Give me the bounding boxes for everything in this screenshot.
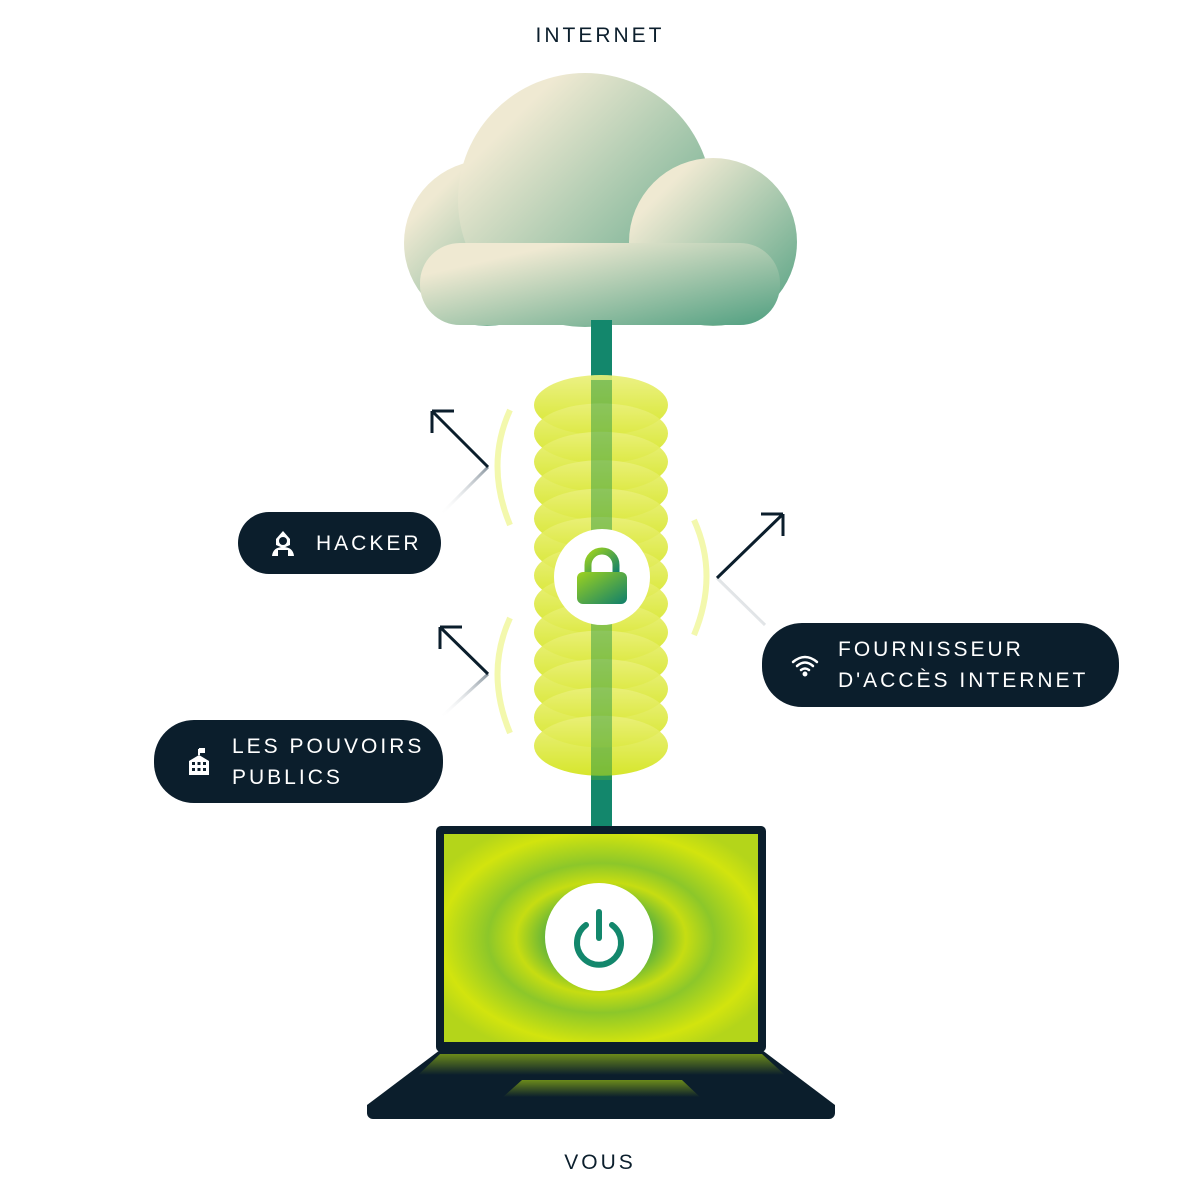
government-building-icon	[189, 747, 209, 775]
lock-icon	[577, 547, 627, 604]
encryption-tunnel	[534, 375, 668, 780]
cloud	[404, 73, 797, 327]
government-badge: LES POUVOIRS PUBLICS	[154, 720, 443, 803]
hacker-label: HACKER	[316, 531, 422, 555]
blocked-arrows	[430, 408, 785, 735]
laptop	[367, 826, 835, 1119]
power-icon[interactable]	[574, 909, 624, 968]
internet-label: INTERNET	[535, 24, 665, 47]
isp-label-line1: FOURNISSEUR	[838, 638, 1024, 661]
hacker-badge: HACKER	[238, 512, 441, 574]
wifi-icon	[791, 655, 819, 677]
isp-label-line2: D'ACCÈS INTERNET	[838, 669, 1089, 692]
government-label-line2: PUBLICS	[232, 765, 343, 789]
government-label-line1: LES POUVOIRS	[232, 734, 425, 758]
lock-badge	[554, 529, 650, 625]
you-label: VOUS	[564, 1151, 636, 1174]
isp-badge: FOURNISSEUR D'ACCÈS INTERNET	[762, 623, 1119, 707]
hacker-icon	[272, 531, 294, 556]
